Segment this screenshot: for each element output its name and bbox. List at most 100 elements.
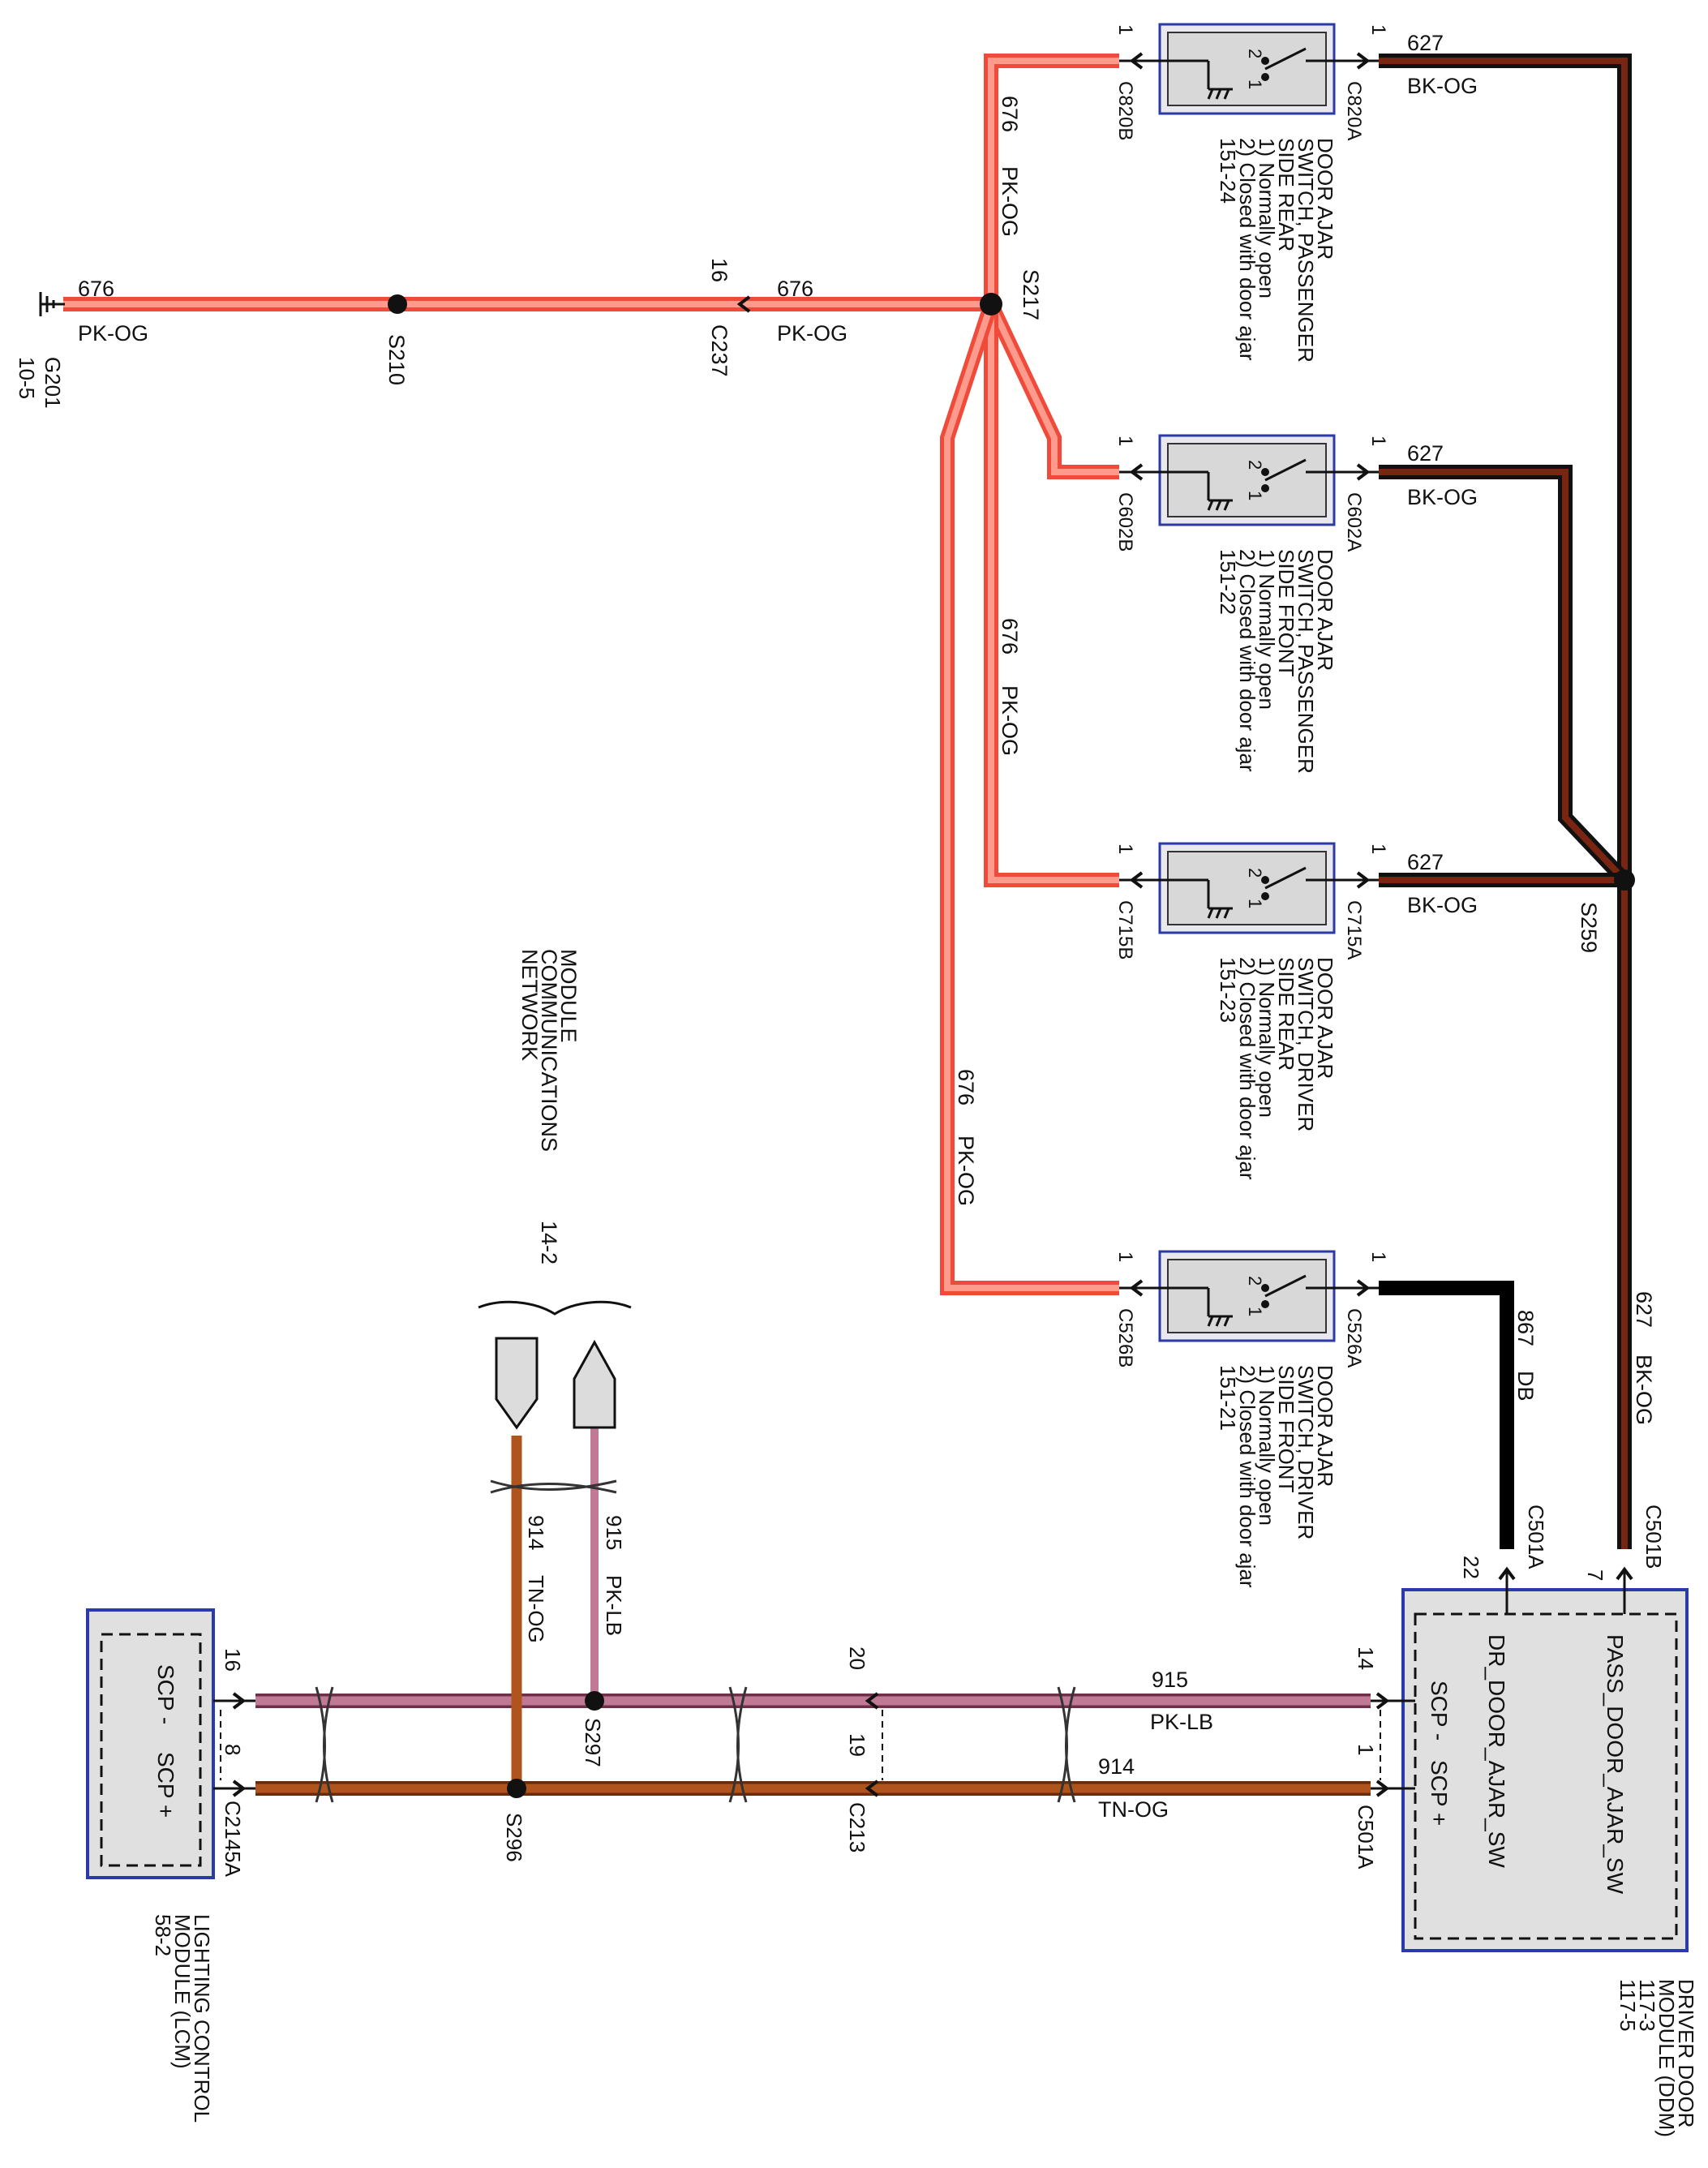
network-title-1: COMMUNICATIONS: [537, 949, 561, 1152]
wire-label-676-v2-color: PK-OG: [998, 685, 1022, 756]
splice-s297: [585, 1691, 604, 1711]
splice-s259: [1614, 869, 1635, 891]
switch-1-desc-0: DOOR AJAR: [1313, 549, 1337, 671]
switch-1-pin-left: 1: [1114, 436, 1136, 446]
splice-s217-label: S217: [1019, 269, 1043, 320]
wire-label-627-3-color: BK-OG: [1407, 893, 1478, 917]
splice-s259-label: S259: [1577, 902, 1601, 953]
switch-2-desc-2: SIDE REAR: [1274, 957, 1298, 1071]
splice-s296-label: S296: [502, 1813, 526, 1862]
network-title-2: NETWORK: [517, 949, 542, 1061]
lcm-title-2: 58-2: [151, 1914, 175, 1956]
wire-label-627-2-circuit: 627: [1407, 441, 1444, 466]
wire-627-bk-og: [1379, 54, 1632, 1549]
switch-0-contact-a: 2: [1245, 49, 1265, 58]
wire-915-pk-lb: [255, 1427, 1371, 1708]
ground-ref: 10-5: [15, 357, 39, 399]
switch-0-desc-0: DOOR AJAR: [1313, 138, 1337, 260]
wire-label-676-circuit: 676: [78, 277, 114, 301]
wire-label-627-v-circuit: 627: [1632, 1291, 1656, 1328]
wire-676-pk-og: [63, 54, 1119, 1295]
switch-0-pin-right: 1: [1367, 24, 1389, 35]
ddm-pass-sw: PASS_DOOR_AJAR_SW: [1603, 1634, 1628, 1895]
ddm-scp-plus: SCP +: [1427, 1760, 1452, 1826]
wire-label-676-v1-circuit: 676: [998, 96, 1022, 132]
wire-label-676-color-2: PK-OG: [777, 321, 848, 346]
network-title-0: MODULE: [556, 949, 581, 1043]
lcm-scp-plus: SCP +: [153, 1752, 178, 1818]
switch-2-desc-4: 2) Closed with door ajar: [1235, 957, 1260, 1180]
switch-1-desc-1: SWITCH, PASSENGER: [1294, 549, 1318, 774]
ddm-pin-22: 22: [1459, 1556, 1483, 1579]
ddm-pin-14: 14: [1354, 1646, 1378, 1670]
switch-0-desc-4: 2) Closed with door ajar: [1235, 138, 1260, 361]
switch-1-conn-right: C602A: [1343, 492, 1365, 552]
switch-3-conn-left: C526B: [1114, 1308, 1136, 1367]
lighting-control-module: [86, 1608, 215, 1879]
wire-label-915-circuit: 915: [1152, 1668, 1188, 1692]
c213-pin-top: 20: [845, 1646, 869, 1670]
ddm-title-1: MODULE (DDM): [1654, 1979, 1679, 2137]
ddm-pin-7: 7: [1583, 1569, 1607, 1581]
wire-label-627-v-color: BK-OG: [1632, 1354, 1656, 1425]
switch-2-desc-3: 1) Normally open: [1255, 957, 1279, 1118]
switch-0-pin-left: 1: [1114, 24, 1136, 35]
twisted-pair-markers: [315, 1479, 1076, 1803]
lcm-title-0: LIGHTING CONTROL: [190, 1914, 214, 2123]
wire-label-867-color: DB: [1513, 1371, 1538, 1402]
switch-2-desc-5: 151-23: [1216, 957, 1240, 1023]
switch-3-contact-b: 1: [1245, 1307, 1265, 1316]
splice-s217: [980, 293, 1002, 316]
splice-s210-label: S210: [384, 334, 409, 385]
network-connector-arrows: [478, 1300, 632, 1430]
wire-label-627-2-color: BK-OG: [1407, 485, 1478, 509]
wire-label-627-1-circuit: 627: [1407, 31, 1444, 55]
switch-2-pin-right: 1: [1367, 844, 1389, 854]
switch-0-desc-1: SWITCH, PASSENGER: [1294, 138, 1318, 363]
wire-label-676-v2-circuit: 676: [998, 618, 1022, 655]
switch-0-desc-5: 151-24: [1216, 138, 1240, 204]
switch-0-contact-b: 1: [1245, 79, 1265, 89]
switch-2-pin-left: 1: [1114, 844, 1136, 854]
splice-s296: [507, 1779, 526, 1798]
wire-914-tn-og: [255, 1436, 1371, 1796]
wire-label-676-color: PK-OG: [78, 321, 148, 346]
wire-867-db: [1379, 1281, 1514, 1549]
switch-0-desc-3: 1) Normally open: [1255, 138, 1279, 298]
ddm-c501a-top: C501A: [1524, 1505, 1548, 1569]
wire-label-914-color: TN-OG: [1098, 1797, 1169, 1822]
ddm-title-2: 117-3: [1635, 1979, 1659, 2032]
switch-0-conn-right: C820A: [1343, 81, 1365, 140]
c213-label: C213: [845, 1802, 869, 1852]
switch-1-desc-3: 1) Normally open: [1255, 549, 1279, 710]
lcm-pin-8: 8: [221, 1744, 245, 1755]
switch-3-desc-5: 151-21: [1216, 1365, 1240, 1431]
wire-label-627-1-color: BK-OG: [1407, 74, 1478, 98]
wire-label-627-3-circuit: 627: [1407, 850, 1444, 874]
c213-pin-bottom: 19: [845, 1733, 869, 1757]
c237-pin: 16: [707, 258, 732, 282]
switch-2-desc-1: SWITCH, DRIVER: [1294, 957, 1318, 1131]
switch-3-pin-left: 1: [1114, 1251, 1136, 1262]
door-ajar-switch-driver-rear: 2 1 1 1 C715B C715A DOOR AJAR SWITCH, DR…: [1114, 842, 1389, 1180]
wire-label-915-v-color: PK-LB: [602, 1575, 626, 1636]
switch-3-desc-4: 2) Closed with door ajar: [1235, 1365, 1260, 1588]
ddm-title-0: DRIVER DOOR: [1674, 1979, 1698, 2127]
splice-s297-label: S297: [581, 1718, 605, 1767]
wire-label-915-color: PK-LB: [1150, 1710, 1213, 1734]
lcm-connector: C2145A: [221, 1801, 245, 1878]
switch-1-pin-right: 1: [1367, 436, 1389, 446]
ddm-pin-1: 1: [1354, 1744, 1378, 1755]
switch-3-desc-1: SWITCH, DRIVER: [1294, 1365, 1318, 1539]
switch-2-desc-0: DOOR AJAR: [1313, 957, 1337, 1079]
switch-3-conn-right: C526A: [1343, 1308, 1365, 1367]
switch-2-conn-right: C715A: [1343, 900, 1365, 960]
wire-label-867-circuit: 867: [1513, 1310, 1538, 1346]
door-ajar-switch-driver-front: 2 1 1 1 C526B C526A DOOR AJAR SWITCH, DR…: [1114, 1250, 1389, 1588]
door-ajar-switch-passenger-front: 2 1 1 1 C602B C602A DOOR AJAR SWITCH, PA…: [1114, 434, 1389, 774]
door-ajar-switch-passenger-rear: 2 1 1 1 C820B C820A DOOR AJAR SWITCH, PA…: [1114, 23, 1389, 363]
lcm-pin-16: 16: [221, 1648, 245, 1672]
wire-label-914-circuit: 914: [1098, 1754, 1135, 1779]
switch-1-desc-5: 151-22: [1216, 549, 1240, 615]
